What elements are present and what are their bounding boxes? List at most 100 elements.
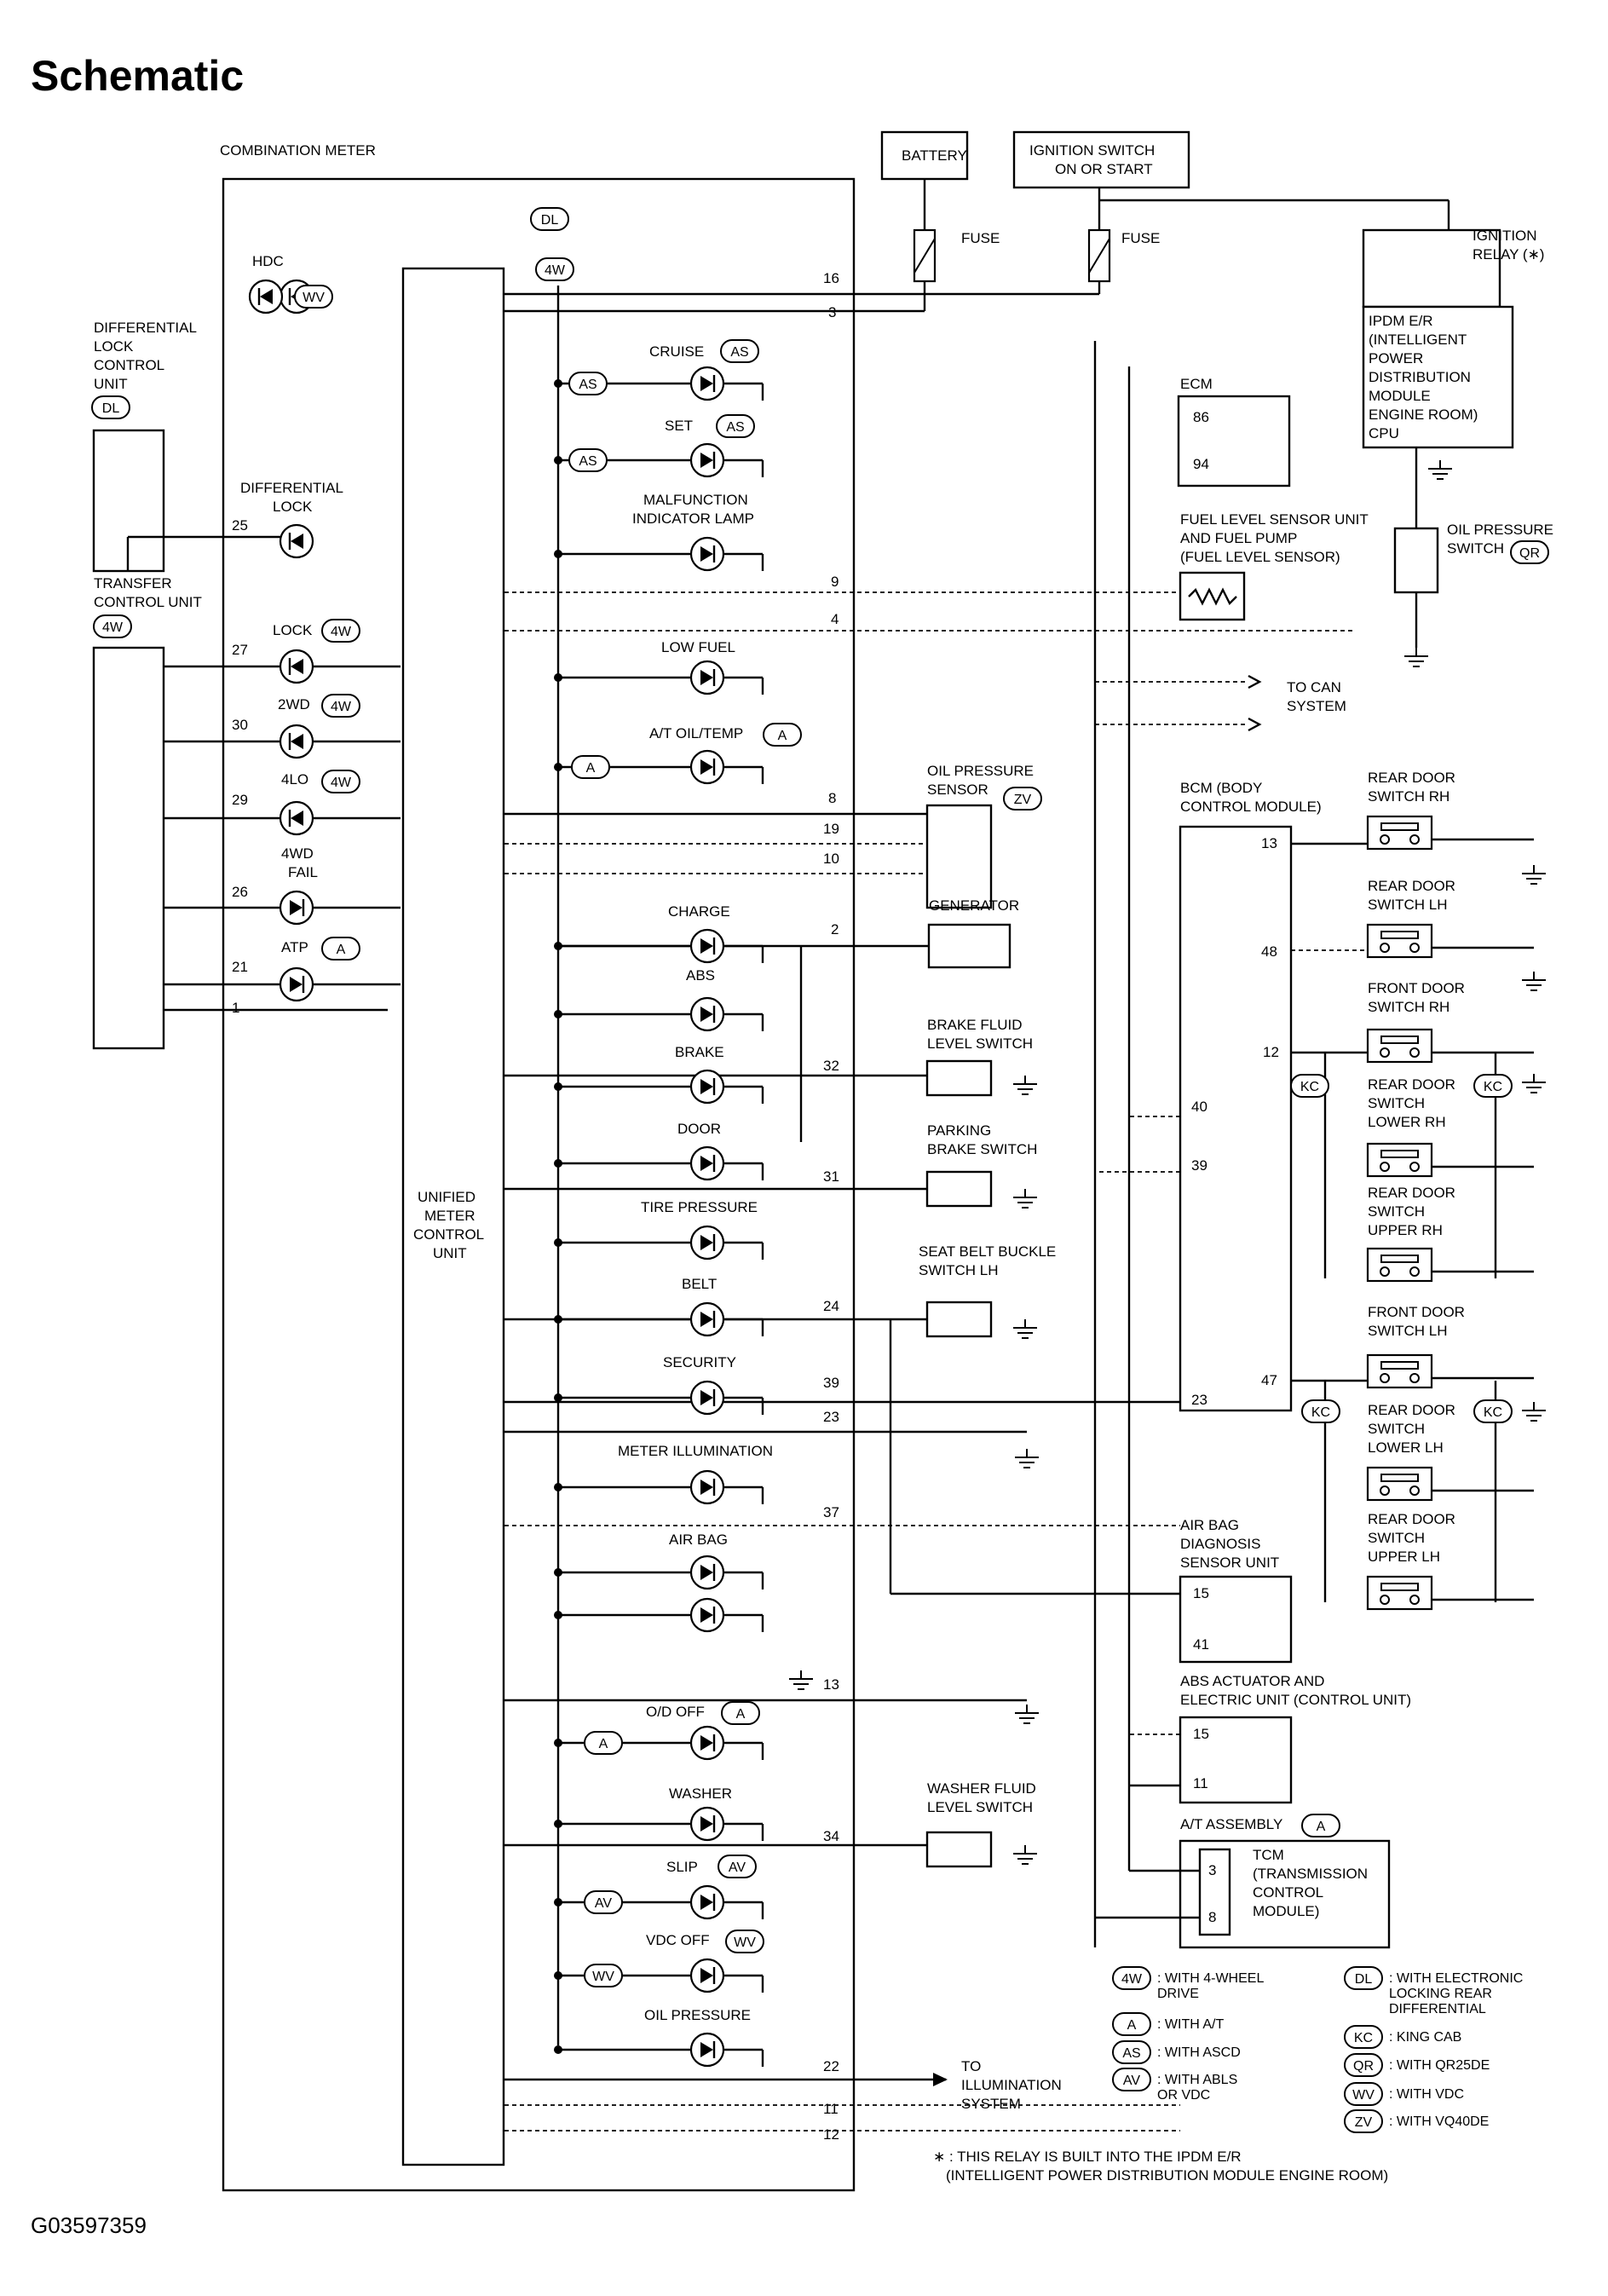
badge-kc: KC — [1473, 1399, 1513, 1423]
legend-text: : WITH VDC — [1389, 2087, 1464, 2102]
door-switch — [1366, 815, 1433, 851]
washer-fluid-label-1: WASHER FLUID — [927, 1780, 1036, 1797]
airbag-pin-15-label: 15 — [1193, 1585, 1209, 1601]
oil-sensor-label-1: OIL PRESSURE — [927, 763, 1034, 779]
junction-dot — [554, 550, 562, 558]
seat-belt-label-2: SWITCH LH — [919, 1262, 999, 1278]
footnote-1: ∗ : THIS RELAY IS BUILT INTO THE IPDM E/… — [933, 2149, 1242, 2165]
svg-text:A: A — [778, 729, 787, 743]
svg-text:A: A — [337, 943, 346, 957]
to-illum-label-2: ILLUMINATION — [961, 2077, 1062, 2093]
junction-dot — [554, 456, 562, 464]
pin-label: 23 — [823, 1409, 839, 1425]
door-switch-label: SWITCH — [1368, 1095, 1425, 1111]
legend-badge: AV — [1112, 2068, 1151, 2091]
badge-zv: ZV — [1003, 787, 1042, 811]
badge-a: A — [571, 755, 610, 779]
pin-label: 9 — [831, 574, 839, 590]
pin-label: 34 — [823, 1828, 839, 1844]
svg-text:AV: AV — [595, 1896, 612, 1911]
legend-text: : WITH A/T — [1157, 2017, 1224, 2032]
lamp-icon — [689, 1380, 725, 1416]
ind-od-off: O/D OFF — [646, 1704, 705, 1720]
parking-brake-switch — [925, 1170, 993, 1208]
ind-cruise: CRUISE — [649, 343, 704, 360]
transfer-unit-label-1: TRANSFER — [94, 575, 172, 591]
svg-text:4W: 4W — [331, 776, 352, 790]
ground-symbol — [1015, 1705, 1039, 1724]
lamp-icon — [279, 966, 314, 1002]
ind-mil-2: INDICATOR LAMP — [632, 511, 754, 527]
fuse-icon — [1087, 228, 1111, 283]
seat-belt-label-1: SEAT BELT BUCKLE — [919, 1243, 1056, 1260]
abs-pin-11-label: 11 — [1193, 1775, 1208, 1791]
door-switch-label: SWITCH LH — [1368, 1323, 1448, 1339]
badge-a: A — [721, 1701, 760, 1725]
tcm-label-3: CONTROL — [1253, 1884, 1323, 1901]
junction-dot — [554, 1010, 562, 1018]
lamp-icon — [689, 1225, 725, 1260]
pin-label: 37 — [823, 1504, 839, 1520]
ind-washer: WASHER — [669, 1785, 732, 1802]
door-switch-label: UPPER LH — [1368, 1549, 1440, 1565]
lamp-icon — [279, 649, 314, 684]
brake-fluid-switch — [925, 1059, 993, 1097]
svg-text:4W: 4W — [1121, 1972, 1143, 1987]
washer-fluid-switch — [925, 1831, 993, 1868]
svg-text:DL: DL — [541, 213, 559, 228]
pin-label: 8 — [828, 790, 836, 806]
legend-text: : WITH 4-WHEEL — [1157, 1971, 1264, 1986]
legend-text: : WITH VQ40DE — [1389, 2114, 1489, 2129]
fuel-level-label-2: AND FUEL PUMP — [1180, 530, 1297, 546]
lamp-icon — [689, 1884, 725, 1920]
legend-badge: DL — [1344, 1966, 1383, 1990]
battery-label: BATTERY — [902, 147, 967, 164]
ind-charge: CHARGE — [668, 903, 730, 920]
diff-unit-label-3: CONTROL — [94, 357, 164, 373]
svg-text:AS: AS — [579, 454, 597, 469]
junction-dot — [554, 1611, 562, 1619]
lamp-icon — [689, 442, 725, 478]
legend-text: : WITH ABLS — [1157, 2073, 1237, 2087]
svg-text:AV: AV — [1123, 2074, 1140, 2088]
abs-label-2: ELECTRIC UNIT (CONTROL UNIT) — [1180, 1692, 1411, 1708]
unified-meter-control-unit — [401, 267, 505, 2166]
ind-2wd: 2WD — [278, 696, 310, 712]
tcm-label-4: MODULE) — [1253, 1903, 1319, 1919]
badge-wv: WV — [294, 285, 333, 309]
bcm-box — [1179, 825, 1293, 1412]
ind-security: SECURITY — [663, 1354, 736, 1370]
lamp-icon — [689, 1725, 725, 1761]
legend-badge: ZV — [1344, 2109, 1383, 2133]
pin-label: 19 — [823, 821, 839, 837]
ind-mil-1: MALFUNCTION — [643, 492, 748, 508]
svg-text:WV: WV — [592, 1970, 614, 1984]
lamp-icon — [689, 366, 725, 401]
svg-text:QR: QR — [1519, 546, 1540, 561]
ground-symbol — [1522, 1402, 1546, 1422]
lamp-icon — [279, 724, 314, 759]
ecm-pin-86: 86 — [1193, 409, 1209, 425]
pin-label: 2 — [831, 921, 839, 937]
junction-dot — [554, 2045, 562, 2054]
svg-text:A: A — [1317, 1820, 1326, 1834]
badge-4w: 4W — [321, 770, 360, 793]
parking-brake-label-2: BRAKE SWITCH — [927, 1141, 1037, 1157]
pin-label: 32 — [823, 1058, 839, 1074]
umcu-label-2: METER — [424, 1208, 475, 1224]
legend-text: : WITH ELECTRONIC — [1389, 1971, 1523, 1986]
arrow-icon — [1248, 674, 1262, 689]
ind-oil-pressure: OIL PRESSURE — [644, 2007, 751, 2023]
transfer-unit-label-2: CONTROL UNIT — [94, 594, 202, 610]
legend-badge: KC — [1344, 2025, 1383, 2049]
svg-text:KC: KC — [1484, 1405, 1502, 1420]
tcm-label-2: (TRANSMISSION — [1253, 1866, 1368, 1882]
badge-4w: 4W — [93, 614, 132, 638]
pin-label: 39 — [823, 1375, 839, 1391]
door-switch — [1366, 1575, 1433, 1611]
svg-text:AS: AS — [726, 420, 744, 435]
ipdm-label-3: POWER — [1369, 350, 1423, 366]
pin-label: 12 — [823, 2126, 839, 2143]
diff-unit-label-1: DIFFERENTIAL — [94, 320, 197, 336]
oil-switch-label-2: SWITCH — [1447, 540, 1504, 557]
